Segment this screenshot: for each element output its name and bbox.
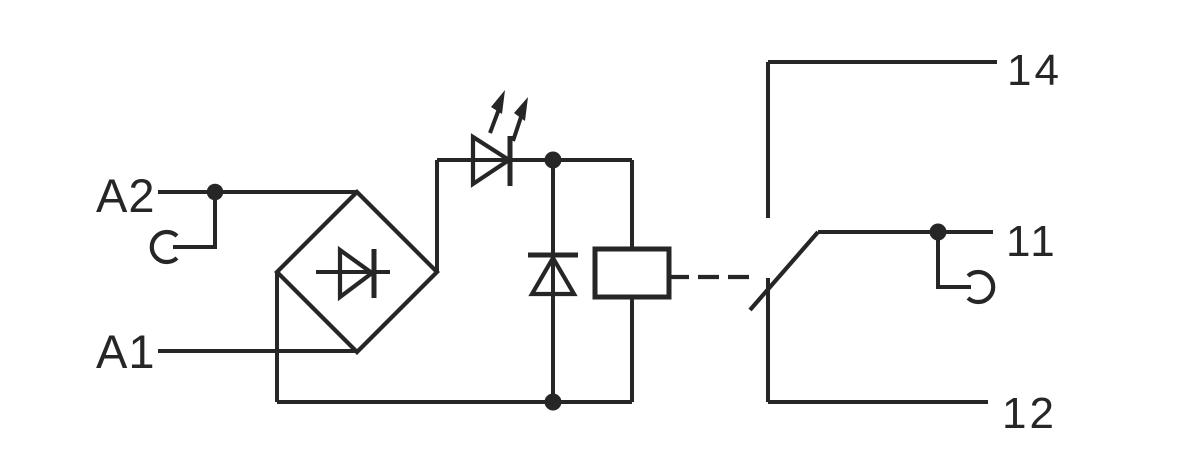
led-emission-arrows-icon [488, 90, 528, 142]
led-arrow-shaft [488, 108, 501, 134]
led-arrow-head [514, 97, 528, 121]
terminal-label-14: 14 [1007, 46, 1062, 95]
terminal-label-a1: A1 [96, 325, 156, 378]
led-indicator-icon [470, 90, 528, 188]
terminal-label-12: 12 [1002, 389, 1057, 438]
bridge-rectifier-icon [274, 189, 440, 355]
socket-arc [966, 269, 996, 305]
freewheel-triangle [528, 253, 578, 297]
contact-armature [748, 230, 820, 312]
terminal-a2-wire [158, 183, 357, 249]
socket-arc [149, 229, 179, 265]
bridge-diamond [274, 189, 440, 355]
freewheeling-diode-icon [528, 160, 578, 402]
terminal-label-11: 11 [1006, 217, 1058, 266]
junction-dot [206, 183, 224, 201]
plug-socket-icon-11 [966, 269, 996, 305]
changeover-contact-icon [748, 60, 997, 404]
terminal-label-a2: A2 [96, 169, 156, 222]
bridge-diode-triangle [337, 245, 376, 302]
led-triangle [470, 133, 513, 188]
plug-socket-icon-a2 [149, 229, 179, 265]
led-arrow-shaft [511, 116, 523, 142]
led-arrow-head [491, 90, 505, 114]
relay-coil-icon [592, 160, 672, 402]
a2-branch-line [173, 192, 217, 249]
socket-branch-line [936, 232, 971, 289]
coil-rectangle [592, 246, 672, 300]
